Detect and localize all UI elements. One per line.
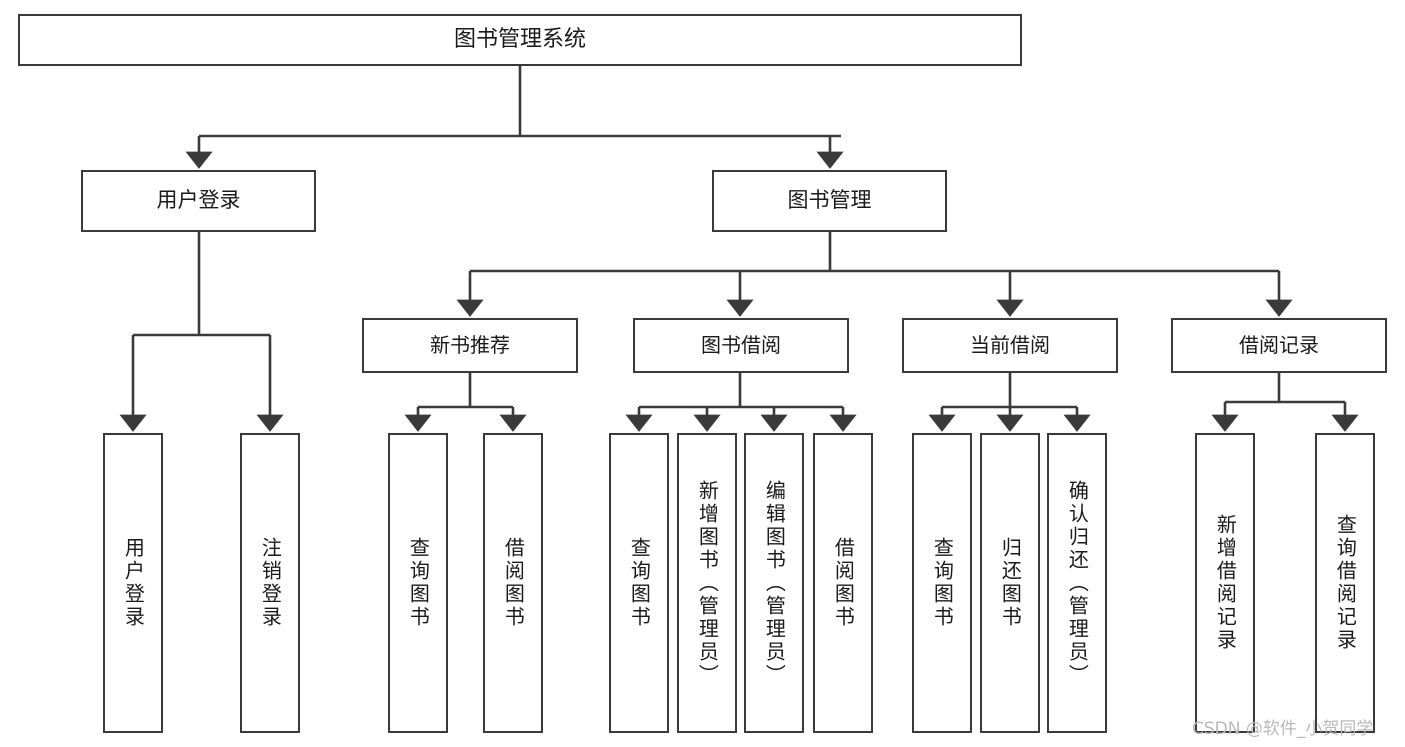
- node-label: 图书管理系统: [453, 27, 586, 53]
- leaf-current-confirm-return-admin[interactable]: 确认归还（管理员）: [1047, 433, 1107, 733]
- node-label: 新书推荐: [430, 333, 510, 358]
- node-label: 借阅图书: [831, 537, 856, 629]
- node-label: 图书借阅: [701, 333, 781, 358]
- node-label: 借阅图书: [501, 537, 526, 629]
- leaf-recommend-query-book[interactable]: 查询图书: [388, 433, 448, 733]
- node-label: 查询借阅记录: [1333, 514, 1358, 652]
- node-book-borrow[interactable]: 图书借阅: [633, 318, 849, 373]
- leaf-borrow-add-book-admin[interactable]: 新增图书（管理员）: [677, 433, 737, 733]
- node-current-borrow[interactable]: 当前借阅: [902, 318, 1118, 373]
- node-label: 用户登录: [156, 188, 241, 213]
- node-new-book-recommend[interactable]: 新书推荐: [362, 318, 578, 373]
- node-label: 编辑图书（管理员）: [762, 479, 787, 687]
- node-label: 新增图书（管理员）: [695, 479, 720, 687]
- leaf-current-query-book[interactable]: 查询图书: [912, 433, 972, 733]
- leaf-record-add-record[interactable]: 新增借阅记录: [1195, 433, 1255, 733]
- node-borrow-record[interactable]: 借阅记录: [1171, 318, 1387, 373]
- node-label: 图书管理: [787, 188, 872, 213]
- node-label: 查询图书: [406, 537, 431, 629]
- leaf-recommend-borrow-book[interactable]: 借阅图书: [483, 433, 543, 733]
- leaf-borrow-borrow-book[interactable]: 借阅图书: [813, 433, 873, 733]
- node-label: 新增借阅记录: [1213, 514, 1238, 652]
- node-book-management[interactable]: 图书管理: [712, 170, 947, 232]
- leaf-borrow-edit-book-admin[interactable]: 编辑图书（管理员）: [744, 433, 804, 733]
- leaf-current-return-book[interactable]: 归还图书: [980, 433, 1040, 733]
- node-user-login[interactable]: 用户登录: [81, 170, 316, 232]
- node-label: 用户登录: [121, 537, 146, 629]
- node-label: 查询图书: [930, 537, 955, 629]
- node-label: 归还图书: [998, 537, 1023, 629]
- leaf-record-query-record[interactable]: 查询借阅记录: [1315, 433, 1375, 733]
- csdn-watermark: CSDN @软件_小贺同学: [1192, 719, 1374, 739]
- node-label: 当前借阅: [970, 333, 1050, 358]
- node-label: 注销登录: [258, 537, 283, 629]
- leaf-user-login-login[interactable]: 用户登录: [103, 433, 163, 733]
- node-label: 查询图书: [627, 537, 652, 629]
- node-label: 确认归还（管理员）: [1065, 479, 1090, 687]
- node-label: 借阅记录: [1239, 333, 1319, 358]
- node-root-system[interactable]: 图书管理系统: [18, 14, 1022, 66]
- leaf-borrow-query-book[interactable]: 查询图书: [609, 433, 669, 733]
- leaf-user-login-logout[interactable]: 注销登录: [240, 433, 300, 733]
